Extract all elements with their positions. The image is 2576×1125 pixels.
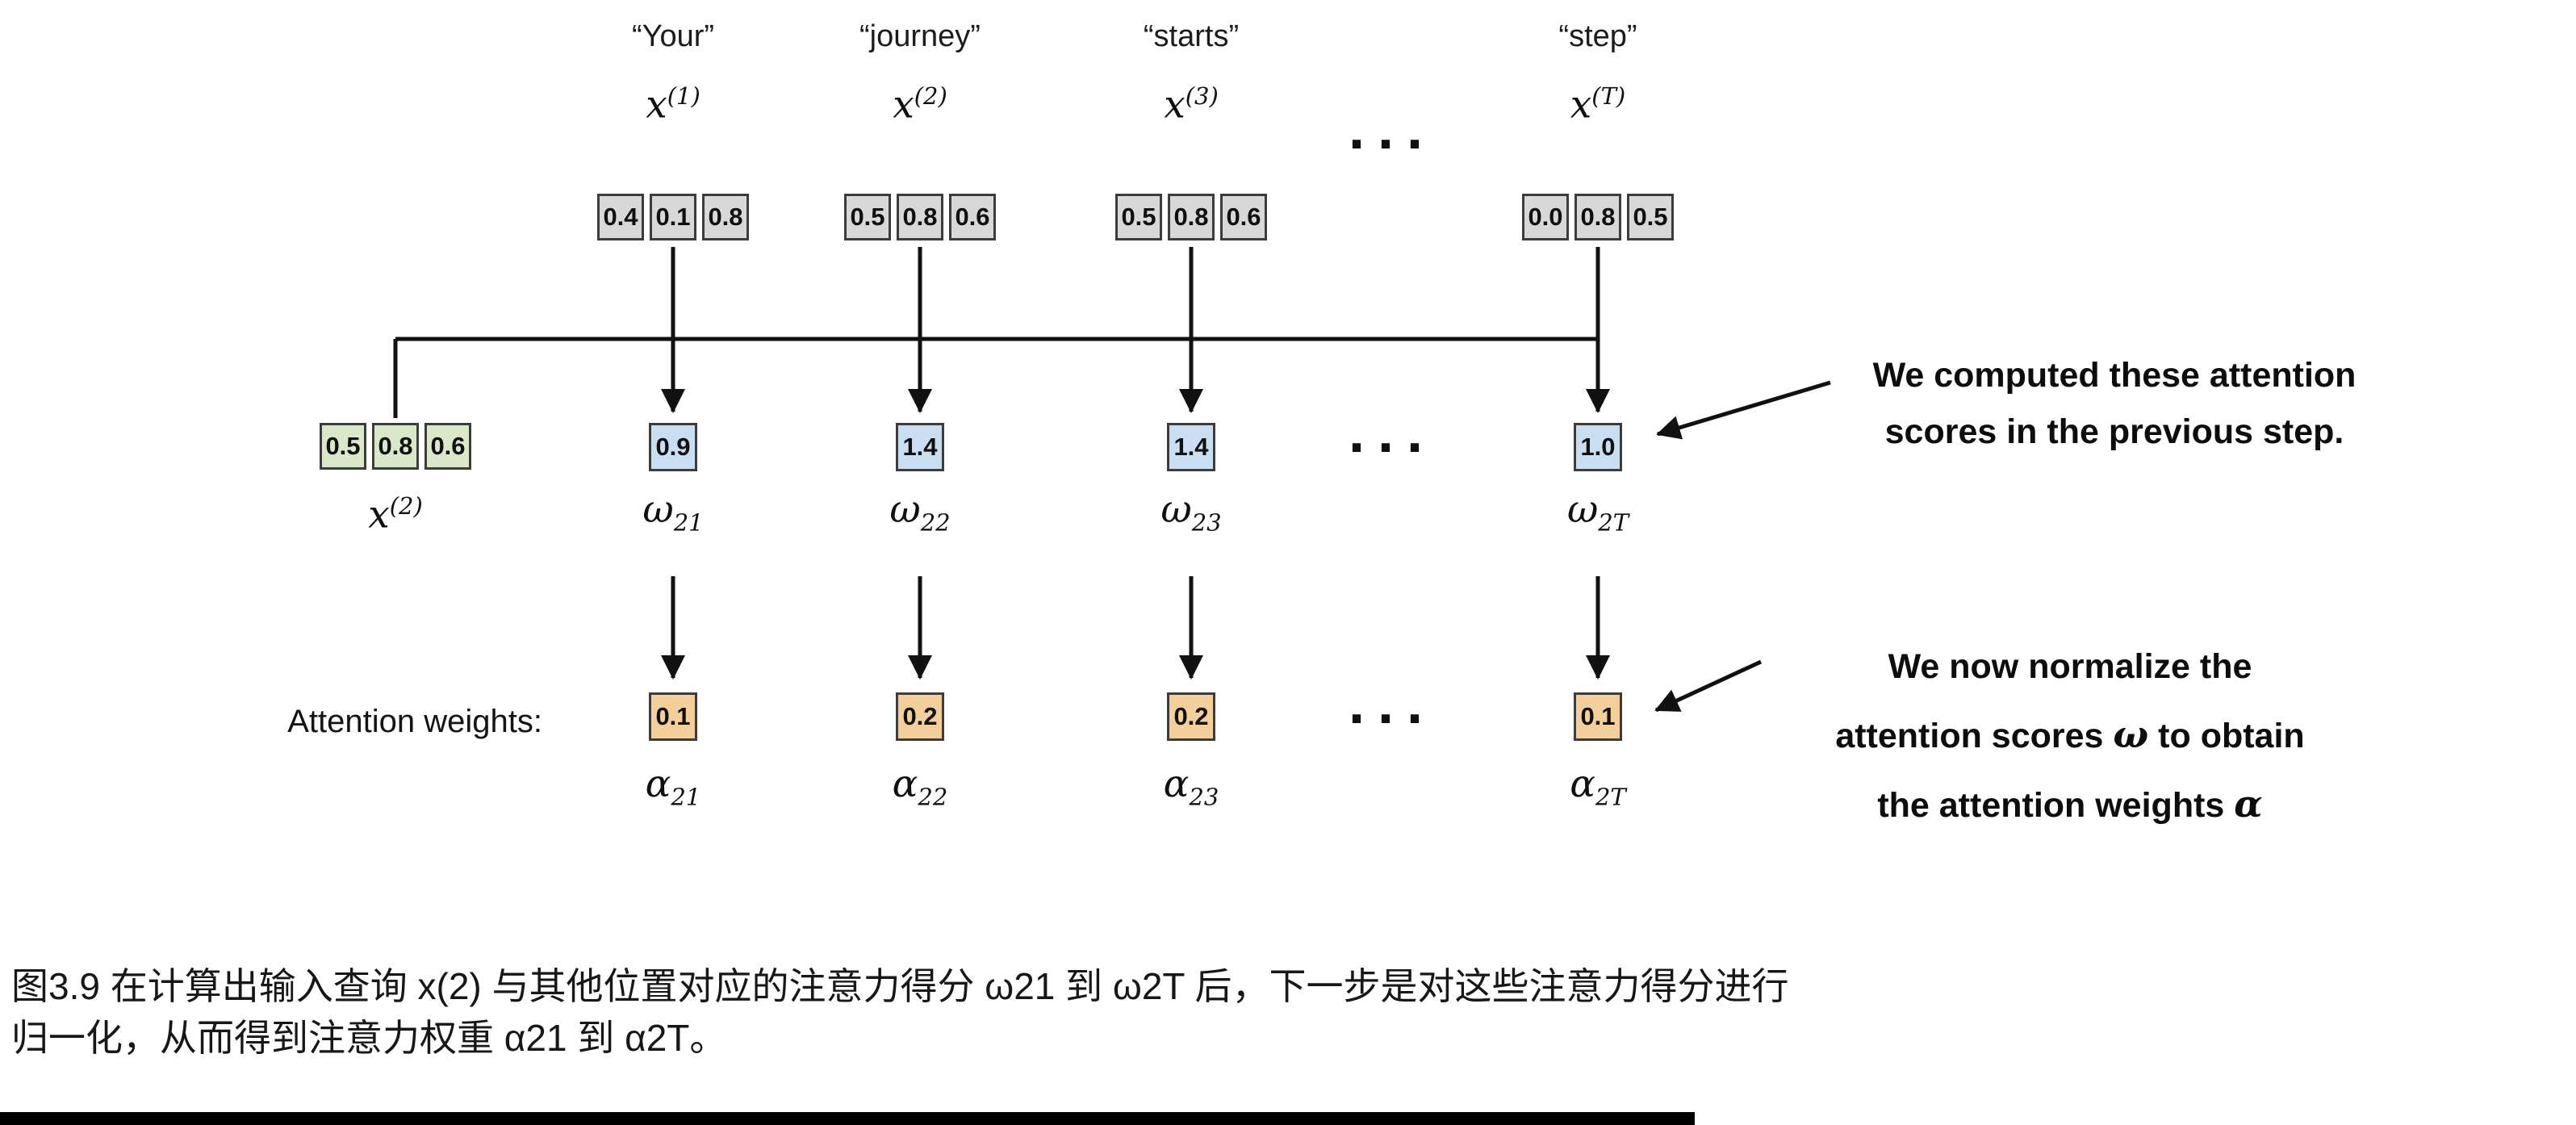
- weight-label-4: α2T: [1570, 762, 1626, 810]
- annotation-line: We now normalize the: [1888, 647, 2252, 686]
- omega-symbol: ω: [889, 487, 921, 532]
- embedding-vector-3: 0.5 0.8 0.6: [1115, 194, 1267, 240]
- vector-cell: 0.8: [1168, 194, 1215, 240]
- score-subscript: 2T: [1598, 508, 1629, 537]
- vector-cell: 0.8: [897, 194, 943, 240]
- weight-label-2: α22: [893, 762, 948, 810]
- weight-subscript: 22: [918, 783, 948, 811]
- omega-symbol: ω: [2113, 713, 2149, 756]
- alpha-symbol: α: [892, 762, 918, 806]
- attention-weight-4: 0.1: [1574, 692, 1622, 741]
- weight-subscript: 21: [671, 783, 701, 811]
- alpha-symbol: α: [1163, 762, 1190, 806]
- annotation-line: We computed these attention: [1872, 356, 2356, 395]
- var-symbol: x: [893, 82, 914, 128]
- score-label-1: ω21: [642, 487, 703, 536]
- score-label-2: ω22: [889, 487, 950, 536]
- attention-weight-3: 0.2: [1167, 692, 1215, 741]
- vector-cell: 0.5: [1115, 194, 1162, 240]
- omega-symbol: ω: [1160, 487, 1192, 532]
- weight-subscript: 23: [1189, 783, 1219, 811]
- ellipsis-scores: ...: [1348, 400, 1436, 465]
- token-word-2: “journey”: [859, 19, 981, 53]
- vector-cell: 0.5: [844, 194, 891, 240]
- vector-cell: 0.6: [1220, 194, 1267, 240]
- embedding-vector-1: 0.4 0.1 0.8: [597, 194, 749, 240]
- var-symbol: x: [368, 492, 390, 537]
- annotation-line: scores in the previous step.: [1884, 412, 2344, 451]
- attention-score-2: 1.4: [896, 423, 944, 471]
- score-subscript: 22: [920, 508, 951, 537]
- alpha-symbol: α: [1570, 762, 1595, 806]
- vector-cell: 0.0: [1522, 194, 1569, 240]
- vector-cell: 0.5: [1627, 194, 1674, 240]
- annotation-normalize: We now normalize the attention scores ω …: [1788, 633, 2352, 839]
- token-var-label-2: x(2): [893, 82, 947, 128]
- token-var-label-4: x(T): [1570, 82, 1626, 128]
- query-cell: 0.8: [372, 423, 419, 470]
- ellipsis-top: ...: [1348, 97, 1436, 161]
- vector-cell: 0.1: [650, 194, 696, 240]
- omega-symbol: ω: [642, 487, 674, 532]
- ellipsis-weights: ...: [1348, 671, 1436, 736]
- weight-label-3: α23: [1164, 762, 1219, 810]
- caption-line-2: 归一化，从而得到注意力权重 α21 到 α2T。: [11, 1017, 727, 1059]
- omega-symbol: ω: [1566, 487, 1599, 532]
- token-word-3: “starts”: [1143, 19, 1240, 53]
- annotation-line: the attention weights α: [1788, 770, 2352, 839]
- query-cell: 0.6: [424, 423, 471, 470]
- annotation-computed-scores: We computed these attention scores in th…: [1840, 347, 2389, 460]
- weight-subscript: 2T: [1595, 783, 1626, 811]
- attention-score-1: 0.9: [649, 423, 697, 471]
- attention-weight-2: 0.2: [896, 692, 944, 741]
- figure-caption: 图3.9 在计算出输入查询 x(2) 与其他位置对应的注意力得分 ω21 到 ω…: [11, 960, 2561, 1064]
- annotation-text: attention scores: [1835, 717, 2114, 755]
- weight-label-1: α21: [646, 762, 701, 810]
- var-symbol: x: [646, 82, 667, 128]
- token-word-1: “Your”: [631, 19, 715, 53]
- score-subscript: 21: [673, 508, 704, 537]
- annotation-line: attention scores ω to obtain: [1788, 701, 2352, 770]
- var-symbol: x: [1570, 82, 1592, 128]
- alpha-symbol: α: [2234, 782, 2263, 826]
- var-superscript: (2): [389, 492, 423, 520]
- attention-weight-1: 0.1: [649, 692, 697, 741]
- vector-cell: 0.8: [702, 194, 749, 240]
- attention-score-4: 1.0: [1574, 423, 1622, 471]
- annotation-text: to obtain: [2148, 717, 2305, 755]
- caption-line-1: 图3.9 在计算出输入查询 x(2) 与其他位置对应的注意力得分 ω21 到 ω…: [11, 965, 1789, 1007]
- score-subscript: 23: [1191, 508, 1222, 537]
- vector-cell: 0.4: [597, 194, 644, 240]
- attention-weights-row-label: Attention weights:: [287, 704, 542, 739]
- var-superscript: (2): [914, 82, 947, 110]
- embedding-vector-4: 0.0 0.8 0.5: [1522, 194, 1674, 240]
- arrow-annotation-computed: [1656, 380, 1831, 440]
- attention-score-3: 1.4: [1167, 423, 1215, 471]
- annotation-text: the attention weights: [1877, 786, 2235, 825]
- alpha-symbol: α: [645, 762, 671, 806]
- var-superscript: (3): [1185, 82, 1219, 110]
- score-label-4: ω2T: [1567, 487, 1629, 536]
- token-var-label-1: x(1): [646, 82, 700, 128]
- score-label-3: ω23: [1160, 487, 1221, 536]
- arrow-annotation-normalize: [1654, 659, 1763, 713]
- token-var-label-3: x(3): [1164, 82, 1219, 128]
- var-superscript: (1): [667, 82, 700, 110]
- vector-cell: 0.8: [1574, 194, 1621, 240]
- query-cell: 0.5: [320, 423, 366, 470]
- embedding-vector-2: 0.5 0.8 0.6: [844, 194, 996, 240]
- vector-cell: 0.6: [949, 194, 996, 240]
- token-word-4: “step”: [1558, 19, 1637, 53]
- query-var-label: x(2): [368, 492, 423, 537]
- var-superscript: (T): [1591, 82, 1626, 110]
- query-vector: 0.5 0.8 0.6: [320, 423, 471, 470]
- bottom-black-bar: [0, 1112, 1695, 1125]
- var-symbol: x: [1164, 82, 1186, 128]
